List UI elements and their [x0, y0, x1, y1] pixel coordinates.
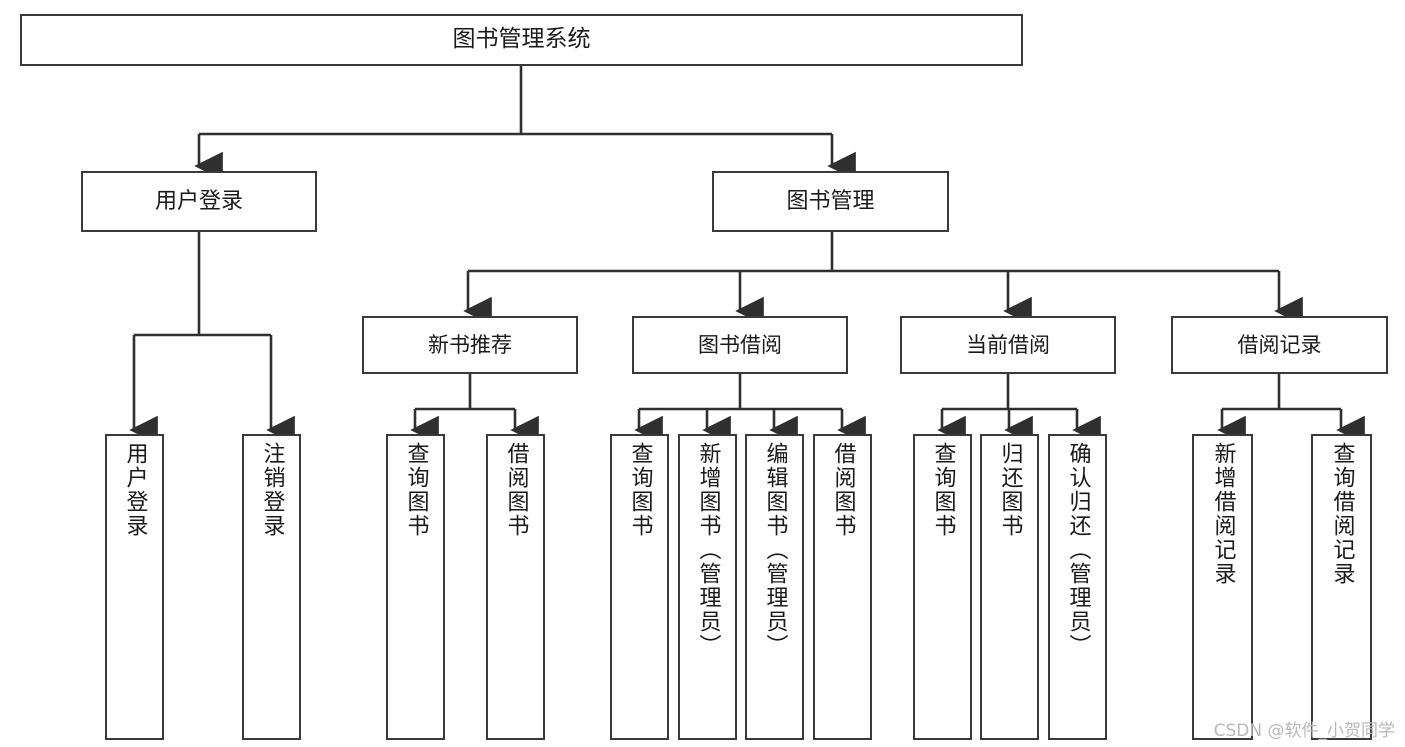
node-leaf-add-record[interactable]: 新增借阅记录 — [1192, 434, 1253, 740]
node-leaf-query-record[interactable]: 查询借阅记录 — [1311, 434, 1372, 740]
node-leaf-query-book-borrow-label: 查询图书 — [627, 442, 653, 538]
node-leaf-confirm-return[interactable]: 确认归还（管理员） — [1048, 434, 1107, 740]
node-leaf-borrow-book-rec-label: 借阅图书 — [503, 442, 529, 538]
node-leaf-confirm-return-label: 确认归还（管理员） — [1065, 442, 1091, 658]
node-leaf-query-record-label: 查询借阅记录 — [1329, 442, 1355, 586]
node-leaf-borrow-book-label: 借阅图书 — [830, 442, 856, 538]
csdn-watermark: CSDN @软件_小贺同学 — [1213, 721, 1395, 741]
node-leaf-add-book[interactable]: 新增图书（管理员） — [678, 434, 737, 740]
node-leaf-borrow-book-rec[interactable]: 借阅图书 — [486, 434, 545, 740]
node-leaf-logout[interactable]: 注销登录 — [242, 434, 301, 740]
node-root-label: 图书管理系统 — [452, 26, 591, 53]
node-root[interactable]: 图书管理系统 — [20, 14, 1023, 66]
node-leaf-logout-label: 注销登录 — [259, 442, 285, 538]
node-current-borrow[interactable]: 当前借阅 — [900, 316, 1116, 374]
node-borrow-record-label: 借阅记录 — [1237, 332, 1322, 357]
node-current-borrow-label: 当前借阅 — [966, 332, 1050, 357]
node-leaf-return-book-label: 归还图书 — [997, 442, 1023, 538]
node-borrow-record[interactable]: 借阅记录 — [1171, 316, 1388, 374]
node-leaf-query-book-cur[interactable]: 查询图书 — [913, 434, 972, 740]
node-new-book-rec[interactable]: 新书推荐 — [362, 316, 578, 374]
node-leaf-user-login-label: 用户登录 — [122, 442, 148, 538]
node-book-manage-label: 图书管理 — [786, 188, 875, 214]
node-user-login-label: 用户登录 — [154, 188, 243, 214]
node-book-borrow-label: 图书借阅 — [698, 332, 782, 357]
node-leaf-add-record-label: 新增借阅记录 — [1210, 442, 1236, 586]
node-new-book-rec-label: 新书推荐 — [428, 332, 512, 357]
node-leaf-edit-book[interactable]: 编辑图书（管理员） — [745, 434, 804, 740]
node-leaf-borrow-book[interactable]: 借阅图书 — [813, 434, 872, 740]
node-leaf-query-book-borrow[interactable]: 查询图书 — [610, 434, 669, 740]
node-leaf-user-login[interactable]: 用户登录 — [105, 434, 164, 740]
node-book-manage[interactable]: 图书管理 — [712, 171, 949, 232]
node-leaf-add-book-label: 新增图书（管理员） — [695, 442, 721, 658]
node-user-login[interactable]: 用户登录 — [81, 171, 317, 232]
node-leaf-query-book-rec-label: 查询图书 — [403, 442, 429, 538]
node-leaf-query-book-rec[interactable]: 查询图书 — [386, 434, 445, 740]
node-book-borrow[interactable]: 图书借阅 — [632, 316, 848, 374]
node-leaf-edit-book-label: 编辑图书（管理员） — [762, 442, 788, 658]
node-leaf-query-book-cur-label: 查询图书 — [930, 442, 956, 538]
node-leaf-return-book[interactable]: 归还图书 — [980, 434, 1039, 740]
